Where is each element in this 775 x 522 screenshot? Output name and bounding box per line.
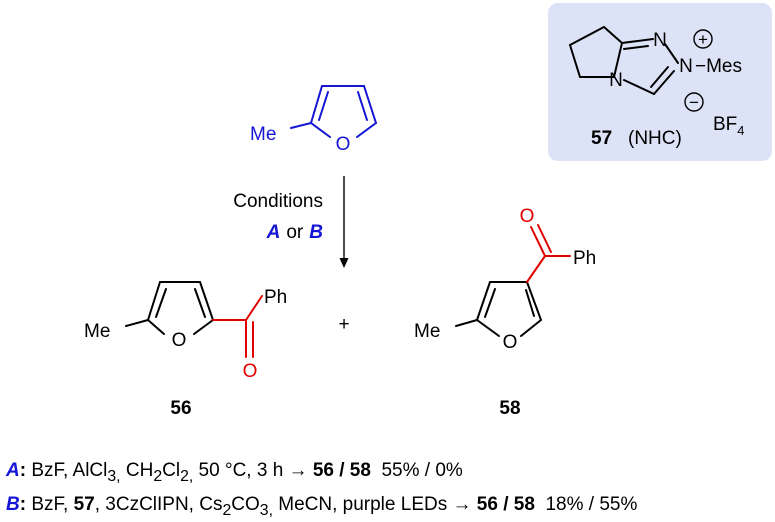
catalyst-number: 57 — [591, 128, 612, 149]
condition-b-reagent-1: BzF, — [26, 494, 74, 515]
condition-b-catalyst-ref: 57 — [73, 494, 95, 515]
product-56-carbonyl-oxygen: O — [243, 361, 258, 382]
catalyst-substituent: −Mes — [695, 56, 742, 77]
product-58-methyl: Me — [414, 321, 440, 342]
condition-a-reagent-2: CH — [120, 460, 154, 481]
condition-b-reagent-2: , 3CzClIPN, Cs — [94, 494, 223, 515]
condition-a-reagent-3-sub: 2, — [180, 467, 194, 485]
positive-charge-circle — [693, 29, 713, 49]
catalyst-bonds — [568, 25, 679, 95]
catalyst-57: N N N + −Mes − BF4 57 (NHC) — [548, 3, 772, 161]
condition-a-reagent-1: BzF, AlCl — [26, 460, 108, 481]
condition-b-reagent-2-sub: 2 — [222, 501, 232, 519]
condition-b-tag: B — [6, 494, 20, 515]
product-58-acyl-bonds — [526, 224, 571, 283]
condition-a-yields: 55% / 0% — [370, 460, 463, 481]
negative-charge-sign: − — [689, 93, 699, 112]
condition-b-reagent-3: CO — [231, 494, 260, 515]
condition-a-colon: : — [19, 460, 27, 481]
product-58-ring-oxygen: O — [503, 332, 518, 353]
condition-a-products: 56 / 58 — [312, 460, 371, 481]
starting-material-bonds — [290, 85, 377, 138]
condition-b-line: B: BzF, 57, 3CzClIPN, Cs2CO3, MeCN, purp… — [6, 494, 637, 520]
catalyst-box — [548, 3, 772, 161]
starting-material-methyl: Me — [250, 124, 276, 145]
positive-charge-sign: + — [698, 30, 708, 49]
product-56-acyl-bonds — [212, 295, 263, 358]
product-56-phenyl: Ph — [264, 287, 287, 308]
starting-material: Me O — [250, 85, 377, 155]
product-56-ring-oxygen: O — [172, 330, 187, 351]
catalyst-label: (NHC) — [628, 128, 682, 149]
product-58: Me O Ph O 58 — [414, 206, 596, 419]
condition-a-rest: 50 °C, 3 h → — [193, 460, 313, 481]
condition-b-products: 56 / 58 — [476, 494, 535, 515]
plus-sign: + — [338, 314, 349, 335]
reaction-arrow — [339, 176, 349, 268]
product-56: Me O Ph O 56 — [84, 281, 287, 419]
product-56-number: 56 — [170, 398, 191, 419]
condition-b-colon: : — [19, 494, 27, 515]
condition-a-reagent-3: Cl — [162, 460, 181, 481]
catalyst-atom-n-left: N — [609, 70, 623, 91]
condition-a-tag: A — [6, 460, 20, 481]
counterion: BF4 — [713, 114, 745, 138]
conditions-title: Conditions — [233, 191, 323, 212]
starting-material-oxygen: O — [336, 134, 351, 155]
condition-b-reagent-3-sub: 3, — [259, 501, 273, 519]
condition-b-rest: MeCN, purple LEDs → — [272, 494, 477, 515]
condition-a-line: A: BzF, AlCl3, CH2Cl2, 50 °C, 3 h → 56 /… — [6, 460, 463, 486]
product-56-bonds — [125, 281, 214, 335]
product-58-number: 58 — [499, 398, 520, 419]
product-58-phenyl: Ph — [573, 248, 596, 269]
catalyst-atom-n-top: N — [653, 30, 667, 51]
product-56-methyl: Me — [84, 321, 110, 342]
product-58-carbonyl-oxygen: O — [520, 206, 535, 227]
condition-a-reagent-1-sub: 3, — [107, 467, 121, 485]
condition-b-yields: 18% / 55% — [534, 494, 638, 515]
product-58-bonds — [455, 281, 542, 337]
condition-a-reagent-2-sub: 2 — [153, 467, 163, 485]
catalyst-atom-n-plus: N — [679, 56, 693, 77]
negative-charge-circle — [684, 92, 704, 112]
